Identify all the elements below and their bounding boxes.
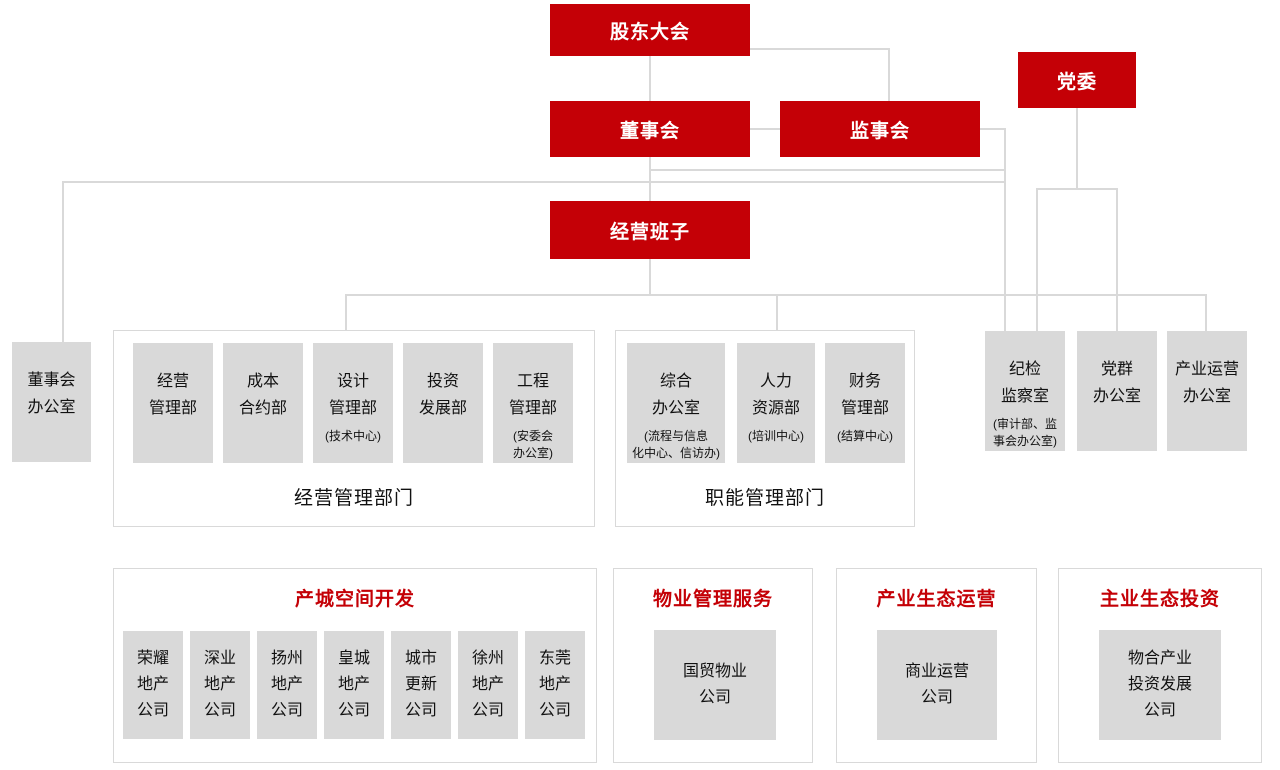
dept-board-office: 董事会 办公室 xyxy=(12,342,91,462)
connector-supervisory-right-h xyxy=(980,128,1006,130)
connector-board-office-h xyxy=(62,181,1006,183)
connector-drop-operations xyxy=(345,294,347,331)
dept-label: 设计 管理部 xyxy=(328,373,377,417)
company-yangzhou-realestate: 扬州 地产 公司 xyxy=(257,631,317,739)
dept-label: 经营 管理部 xyxy=(148,373,197,417)
connector-drop-functional xyxy=(776,294,778,331)
dept-discipline-inspection: 纪检 监察室 (审计部、监 事会办公室) xyxy=(985,331,1065,451)
dept-label: 人力 资源部 xyxy=(751,373,800,417)
company-label: 物合产业 投资发展 公司 xyxy=(1127,650,1192,719)
connector-board-office-v xyxy=(62,181,64,342)
dept-party-masses-office: 党群 办公室 xyxy=(1077,331,1157,451)
company-label: 城市 更新 公司 xyxy=(404,650,437,719)
group-property-management-title: 物业管理服务 xyxy=(652,589,773,610)
dept-sublabel: (结算中心) xyxy=(837,429,893,443)
connector-board-right-h xyxy=(650,169,1006,171)
group-operations-management-label: 经营管理部门 xyxy=(293,488,414,509)
dept-label: 成本 合约部 xyxy=(238,373,287,417)
company-label: 扬州 地产 公司 xyxy=(270,650,303,719)
company-label: 国贸物业 公司 xyxy=(682,663,747,706)
node-shareholders-meeting-label: 股东大会 xyxy=(609,21,690,43)
dept-label: 党群 办公室 xyxy=(1092,361,1141,405)
connector-party-branch-h xyxy=(1036,188,1118,190)
company-label: 商业运营 公司 xyxy=(904,663,969,706)
dept-label: 综合 办公室 xyxy=(651,373,700,417)
connector-party-masses-v xyxy=(1116,188,1118,331)
dept-finance-management: 财务 管理部 (结算中心) xyxy=(825,343,905,463)
company-label: 深业 地产 公司 xyxy=(203,650,236,719)
dept-sublabel: (技术中心) xyxy=(325,429,381,443)
company-label: 东莞 地产 公司 xyxy=(538,650,571,719)
dept-cost-contract: 成本 合约部 xyxy=(223,343,303,463)
dept-label: 产业运营 办公室 xyxy=(1174,361,1239,405)
company-rongyao-realestate: 荣耀 地产 公司 xyxy=(123,631,183,739)
dept-label: 投资 发展部 xyxy=(418,373,467,417)
dept-label: 工程 管理部 xyxy=(508,373,557,417)
node-party-committee: 党委 xyxy=(1018,52,1136,108)
dept-business-management: 经营 管理部 xyxy=(133,343,213,463)
connector-supervisory-discipline-v xyxy=(1004,128,1006,331)
connector-shareholders-supervisory-h xyxy=(750,48,890,50)
dept-sublabel: (培训中心) xyxy=(748,429,804,443)
connector-shareholders-board xyxy=(649,55,651,102)
connector-management-stem xyxy=(649,259,651,295)
dept-label: 财务 管理部 xyxy=(840,373,889,417)
dept-sublabel: (流程与信息 化中心、信访办) xyxy=(632,429,720,460)
connector-board-supervisory xyxy=(750,128,780,130)
dept-investment-development: 投资 发展部 xyxy=(403,343,483,463)
node-party-committee-label: 党委 xyxy=(1056,71,1097,93)
connector-drop-industry-office xyxy=(1205,294,1207,332)
node-board-of-directors-label: 董事会 xyxy=(619,120,680,142)
node-supervisory-board: 监事会 xyxy=(780,101,980,157)
company-guomao-property: 国贸物业 公司 xyxy=(654,630,776,740)
node-supervisory-board-label: 监事会 xyxy=(849,120,910,142)
group-main-ecology-investment-title: 主业生态投资 xyxy=(1099,589,1220,610)
group-urban-space-development-title: 产城空间开发 xyxy=(294,589,415,610)
company-label: 荣耀 地产 公司 xyxy=(136,650,169,719)
dept-general-office: 综合 办公室 (流程与信息 化中心、信访办) xyxy=(627,343,725,463)
company-dongguan-realestate: 东莞 地产 公司 xyxy=(525,631,585,739)
dept-sublabel: (安委会 办公室) xyxy=(513,429,553,460)
dept-human-resources: 人力 资源部 (培训中心) xyxy=(737,343,815,463)
node-management-team: 经营班子 xyxy=(550,201,750,259)
dept-engineering-management: 工程 管理部 (安委会 办公室) xyxy=(493,343,573,463)
node-management-team-label: 经营班子 xyxy=(609,221,690,243)
company-urban-renewal: 城市 更新 公司 xyxy=(391,631,451,739)
group-functional-management-label: 职能管理部门 xyxy=(704,488,825,509)
company-huangcheng-realestate: 皇城 地产 公司 xyxy=(324,631,384,739)
dept-industry-operation-office: 产业运营 办公室 xyxy=(1167,331,1247,451)
dept-board-office-label: 董事会 办公室 xyxy=(27,372,76,416)
connector-shareholders-supervisory-v xyxy=(888,48,890,102)
company-label: 皇城 地产 公司 xyxy=(337,650,370,719)
connector-board-management xyxy=(649,157,651,202)
company-xuzhou-realestate: 徐州 地产 公司 xyxy=(458,631,518,739)
dept-design-management: 设计 管理部 (技术中心) xyxy=(313,343,393,463)
connector-party-discipline-v xyxy=(1036,188,1038,331)
company-commercial-operation: 商业运营 公司 xyxy=(877,630,997,740)
node-board-of-directors: 董事会 xyxy=(550,101,750,157)
connector-party-stem xyxy=(1076,108,1078,189)
dept-label: 纪检 监察室 xyxy=(1000,361,1049,405)
dept-sublabel: (审计部、监 事会办公室) xyxy=(993,417,1057,448)
group-industry-ecology-operation-title: 产业生态运营 xyxy=(876,589,997,610)
company-shenye-realestate: 深业 地产 公司 xyxy=(190,631,250,739)
company-label: 徐州 地产 公司 xyxy=(471,650,504,719)
node-shareholders-meeting: 股东大会 xyxy=(550,4,750,56)
company-wuhe-industry-investment: 物合产业 投资发展 公司 xyxy=(1099,630,1221,740)
